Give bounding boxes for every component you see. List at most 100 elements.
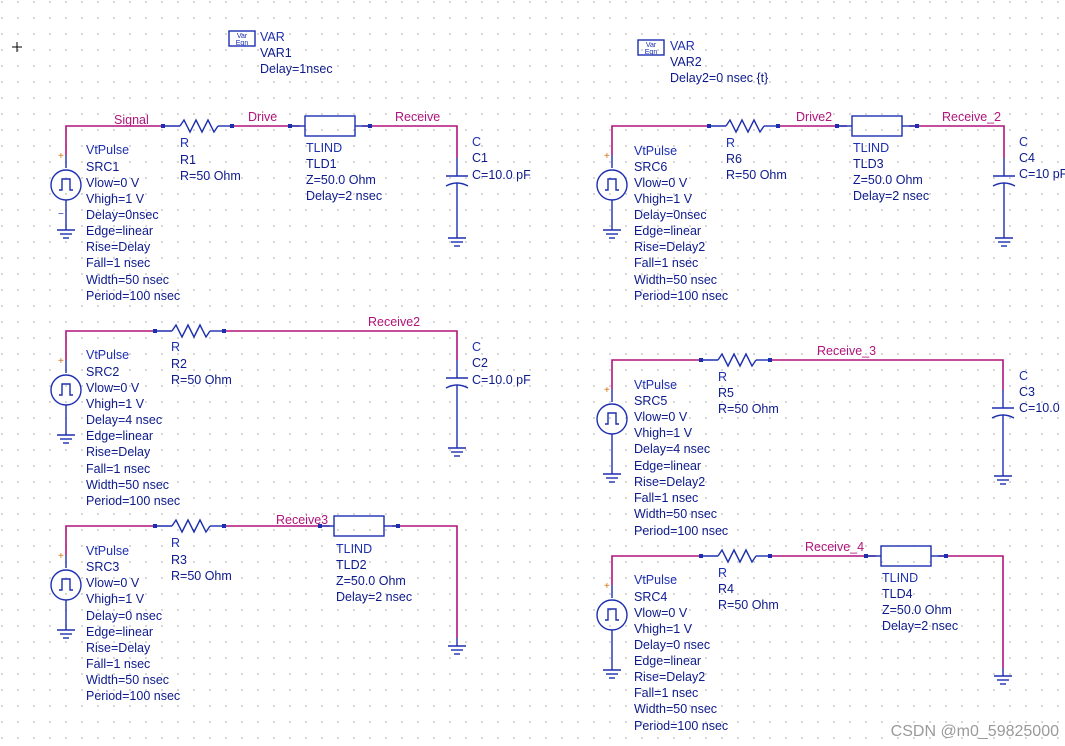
label-line: Delay=2 nsec	[882, 619, 958, 633]
label-line: Period=100 nsec	[634, 719, 728, 733]
var-expr: Delay=1nsec	[260, 62, 333, 76]
pulse-source-src3[interactable]: +	[50, 551, 82, 639]
source-label-src4: VtPulse SRC4 Vlow=0 V Vhigh=1 V Delay=0 …	[634, 573, 728, 733]
label-line: SRC2	[86, 365, 119, 379]
resistor-label-r6: R R6 R=50 Ohm	[726, 136, 787, 182]
pulse-source-src4[interactable]: +	[596, 581, 628, 679]
label-line: Rise=Delay	[86, 641, 151, 655]
label-line: Vhigh=1 V	[86, 592, 145, 606]
pulse-source-src1[interactable]: + −	[50, 151, 82, 239]
label-line: Vhigh=1 V	[634, 192, 693, 206]
net-label-drive: Drive	[248, 110, 277, 124]
label-line: Edge=linear	[86, 429, 153, 443]
label-line: R	[718, 566, 727, 580]
label-line: R	[171, 340, 180, 354]
watermark: CSDN @m0_59825000	[891, 723, 1059, 740]
net-label-receive: Receive	[395, 110, 440, 124]
tline-tld2[interactable]	[318, 515, 400, 537]
tline-label-tld1: TLIND TLD1 Z=50.0 Ohm Delay=2 nsec	[306, 141, 382, 203]
label-line: Vlow=0 V	[634, 410, 688, 424]
capacitor-c2[interactable]	[445, 360, 469, 457]
resistor-r4[interactable]	[699, 548, 772, 564]
label-line: C	[1019, 369, 1028, 383]
label-line: R=50 Ohm	[171, 569, 232, 583]
net-label-receive-3: Receive_3	[817, 344, 876, 358]
label-line: R=50 Ohm	[171, 373, 232, 387]
capacitor-label-c2: C C2 C=10.0 pF	[472, 340, 531, 387]
resistor-label-r4: R R4 R=50 Ohm	[718, 566, 779, 612]
label-line: Z=50.0 Ohm	[306, 173, 376, 187]
label-line: VtPulse	[86, 143, 129, 157]
label-line: VtPulse	[86, 544, 129, 558]
label-line: C2	[472, 356, 488, 370]
label-line: R3	[171, 553, 187, 567]
tline-tld4[interactable]	[864, 545, 948, 567]
var-block-2[interactable]: Var Eqn VAR VAR2 Delay2=0 nsec {t}	[637, 39, 768, 85]
eqn-icon-line: Eqn	[645, 49, 658, 56]
svg-text:+: +	[58, 356, 64, 367]
var-icon-line: Var	[237, 33, 248, 40]
pulse-source-src6[interactable]: +	[596, 151, 628, 239]
label-line: Fall=1 nsec	[86, 256, 150, 270]
label-line: TLIND	[853, 141, 889, 155]
capacitor-c4[interactable]	[992, 158, 1016, 247]
tline-label-tld3: TLIND TLD3 Z=50.0 Ohm Delay=2 nsec	[853, 141, 929, 203]
tline-tld1[interactable]	[288, 115, 372, 137]
label-line: Delay=0nsec	[86, 208, 159, 222]
pulse-source-src5[interactable]: +	[596, 385, 628, 483]
label-line: R5	[718, 386, 734, 400]
resistor-label-r1: R R1 R=50 Ohm	[180, 136, 241, 183]
label-line: TLD3	[853, 157, 884, 171]
label-line: R4	[718, 582, 734, 596]
wire	[909, 125, 1005, 158]
label-line: Z=50.0 Ohm	[853, 173, 923, 187]
var-name: VAR1	[260, 46, 292, 60]
source-label-src2: VtPulse SRC2 Vlow=0 V Vhigh=1 V Delay=4 …	[86, 348, 180, 508]
label-line: R=50 Ohm	[718, 402, 779, 416]
pulse-source-src2[interactable]: +	[50, 356, 82, 444]
label-line: Delay=2 nsec	[336, 590, 412, 604]
label-line: R=50 Ohm	[726, 168, 787, 182]
label-line: Fall=1 nsec	[634, 686, 698, 700]
label-line: Fall=1 nsec	[86, 657, 150, 671]
label-line: Vlow=0 V	[634, 606, 688, 620]
var-icon-line: Var	[646, 42, 657, 49]
label-line: Edge=linear	[634, 224, 701, 238]
resistor-r3[interactable]	[153, 518, 226, 534]
net-label-receive-2: Receive_2	[942, 110, 1001, 124]
label-line: R	[718, 370, 727, 384]
label-line: VtPulse	[634, 378, 677, 392]
wire	[392, 525, 458, 638]
resistor-r1[interactable]	[161, 118, 234, 134]
tline-tld3[interactable]	[835, 115, 919, 137]
wire	[611, 359, 701, 389]
source-label-src1: VtPulse SRC1 Vlow=0 V Vhigh=1 V Delay=0n…	[86, 143, 180, 303]
resistor-label-r5: R R5 R=50 Ohm	[718, 370, 779, 416]
resistor-r6[interactable]	[707, 118, 780, 134]
svg-text:+: +	[58, 151, 64, 162]
label-line: C	[1019, 135, 1028, 149]
label-line: TLD1	[306, 157, 337, 171]
label-line: Period=100 nsec	[634, 289, 728, 303]
wire	[224, 330, 458, 360]
wire	[65, 330, 155, 360]
label-line: C=10.0	[1019, 401, 1060, 415]
label-line: Width=50 nsec	[634, 507, 717, 521]
label-line: Fall=1 nsec	[634, 256, 698, 270]
source-label-src6: VtPulse SRC6 Vlow=0 V Vhigh=1 V Delay=0n…	[634, 144, 728, 303]
label-line: C=10.0 pF	[472, 168, 531, 182]
capacitor-c1[interactable]	[445, 158, 469, 247]
resistor-r5[interactable]	[699, 352, 772, 368]
label-line: R	[171, 536, 180, 550]
capacitor-c3[interactable]	[991, 390, 1015, 485]
label-line: C	[472, 340, 481, 354]
capacitor-label-c3: C C3 C=10.0	[1019, 369, 1060, 415]
var-block-1[interactable]: Var Eqn VAR VAR1 Delay=1nsec	[228, 30, 333, 76]
label-line: R	[726, 136, 735, 150]
resistor-r2[interactable]	[153, 323, 226, 339]
wires	[65, 125, 1005, 668]
source-label-src3: VtPulse SRC3 Vlow=0 V Vhigh=1 V Delay=0 …	[86, 544, 180, 703]
net-labels: Signal Drive Receive Receive2 Receive3 D…	[114, 110, 1001, 554]
var-type: VAR	[670, 39, 695, 53]
